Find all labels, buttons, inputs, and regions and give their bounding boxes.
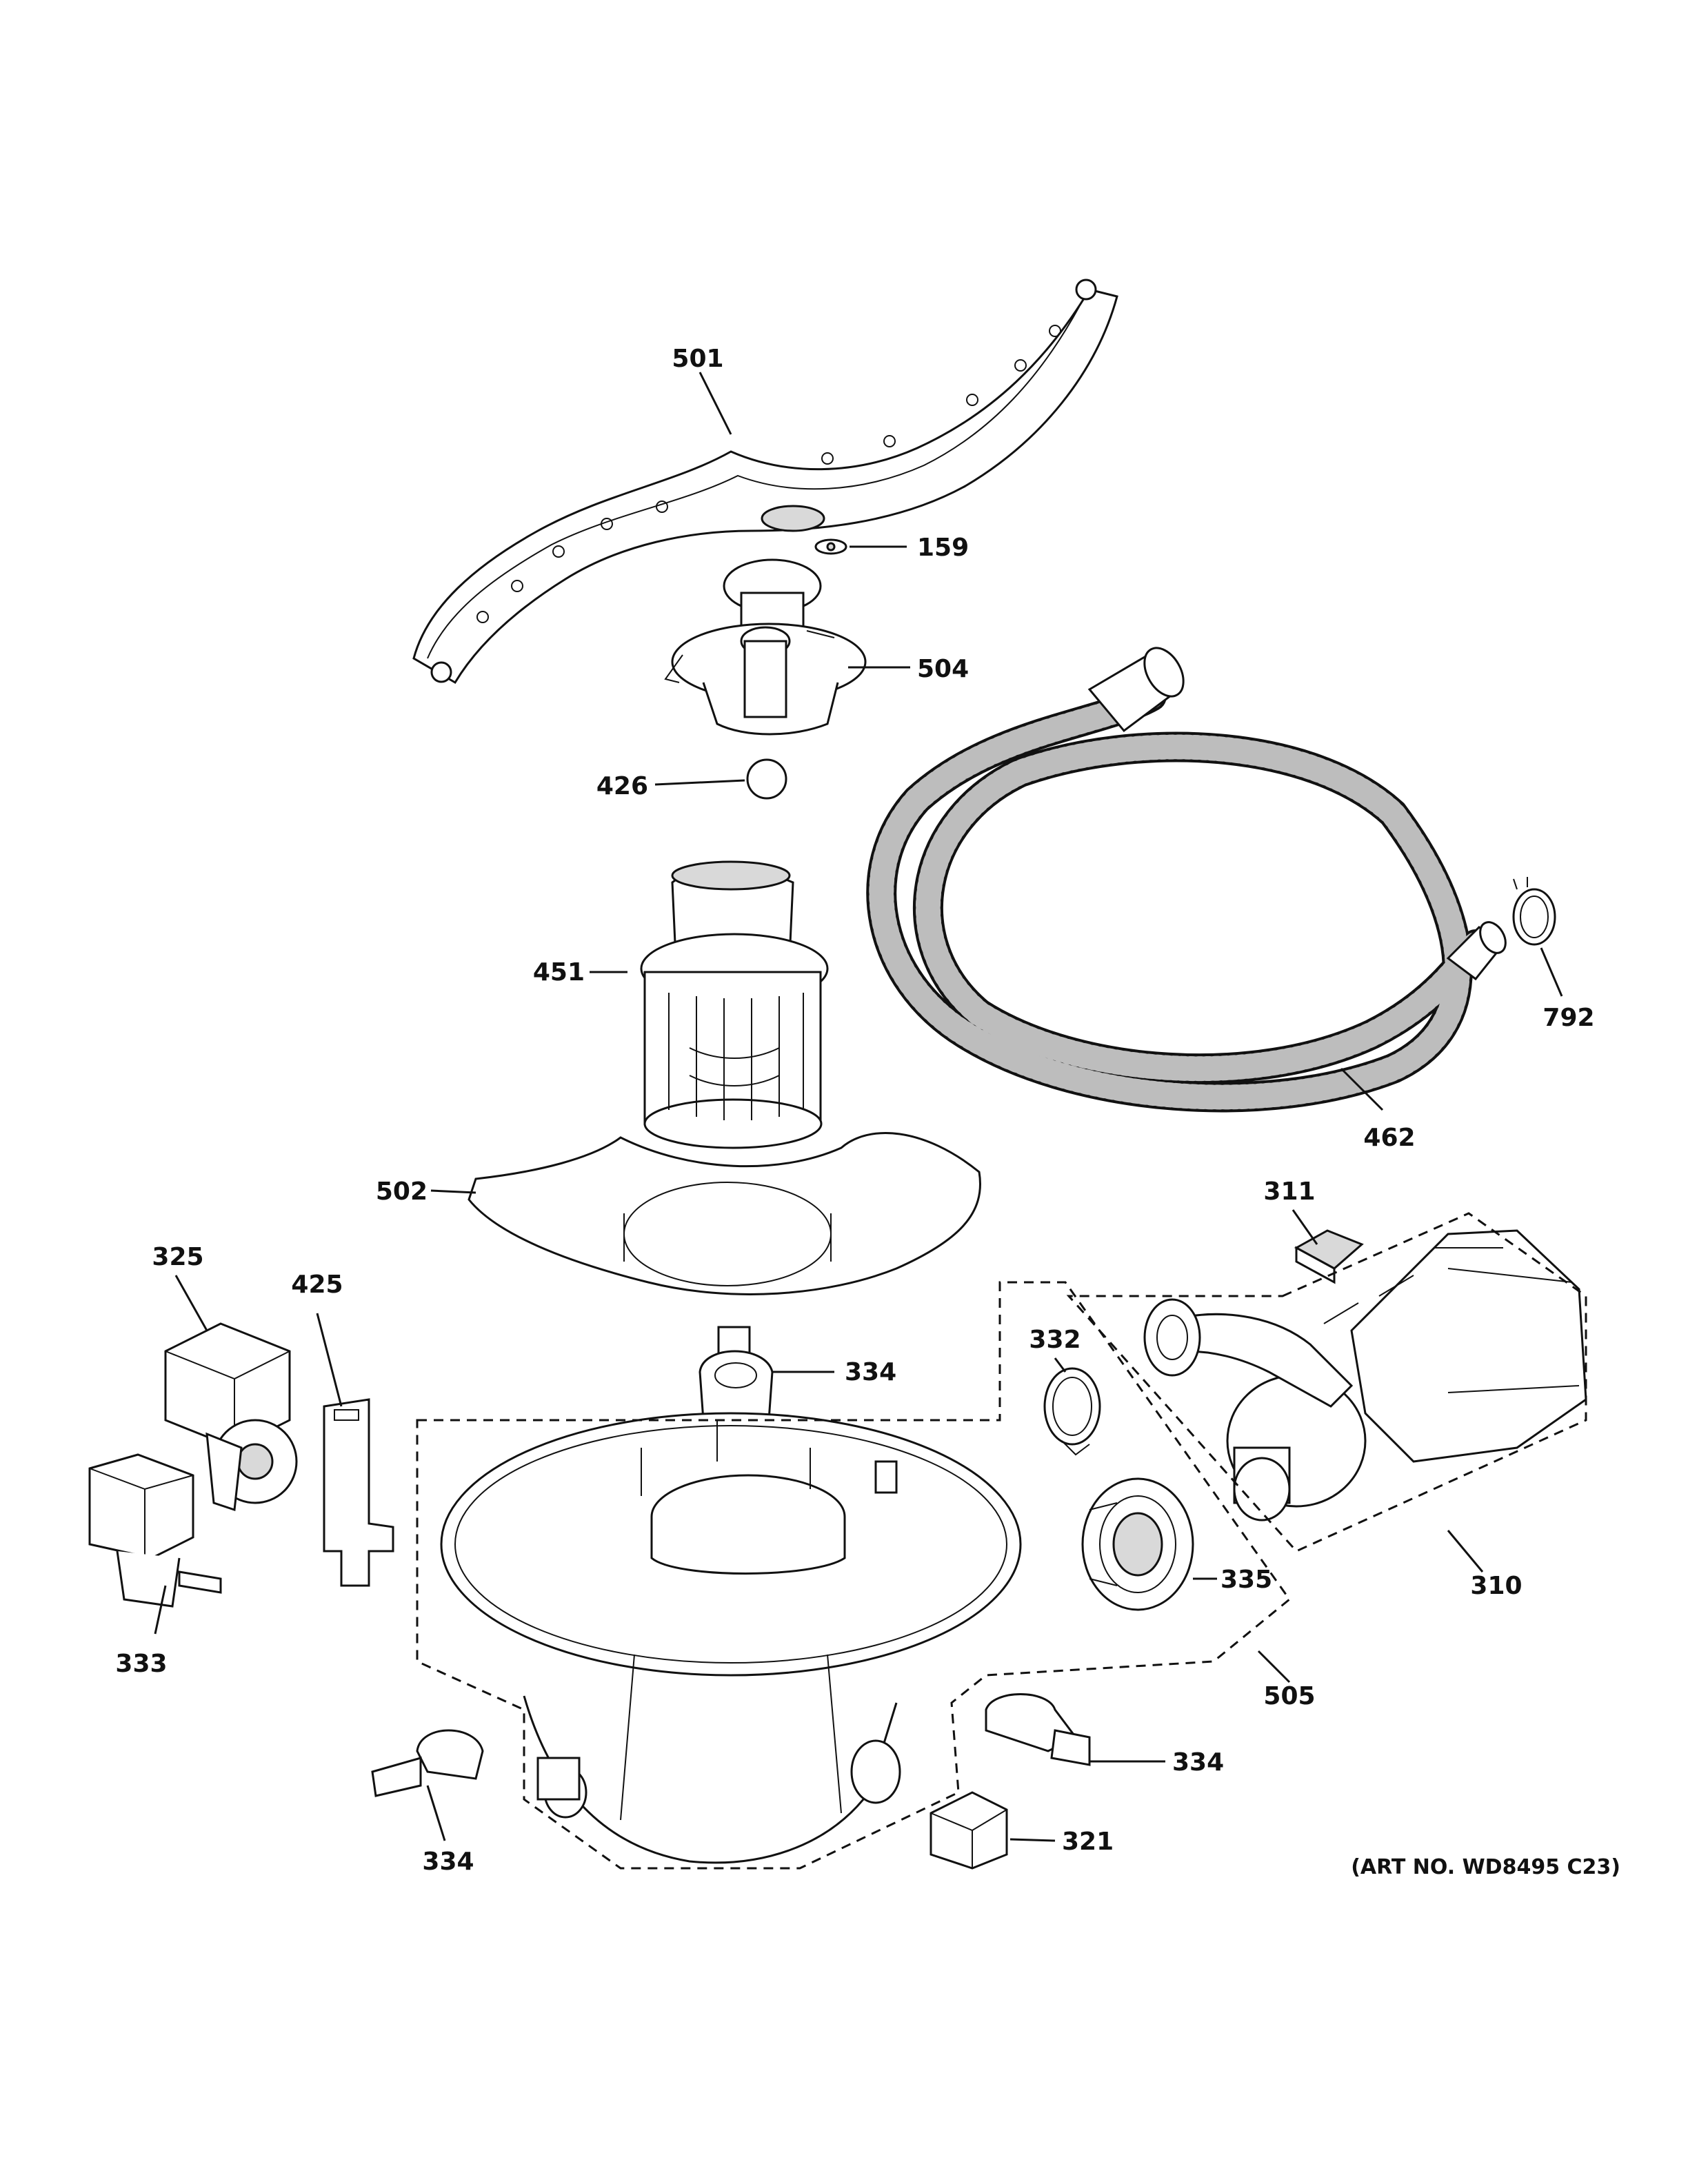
callout-426: 426 <box>596 772 648 800</box>
part-505-sump <box>440 1412 1022 1864</box>
callout-159: 159 <box>917 534 969 562</box>
part-462-drain-hose <box>866 647 1507 1113</box>
callout-792: 792 <box>1543 1004 1594 1032</box>
part-334-connector-top <box>699 1326 774 1422</box>
callout-311: 311 <box>1263 1177 1315 1206</box>
callout-425: 425 <box>291 1271 343 1299</box>
part-310-circulation-pump <box>1143 1229 1587 1521</box>
part-325-drain-pump <box>164 1322 298 1512</box>
leader-lines <box>154 372 1563 1842</box>
callout-502: 502 <box>376 1177 428 1206</box>
boundary-505 <box>416 1281 1292 1870</box>
callout-451: 451 <box>533 958 585 987</box>
part-333-diverter-motor <box>88 1453 222 1608</box>
callout-labels: 501 159 504 426 451 462 792 502 311 325 … <box>115 345 1620 1879</box>
part-504-manifold <box>664 558 867 736</box>
part-311-pad <box>1294 1229 1364 1284</box>
callout-501: 501 <box>672 345 723 373</box>
part-159-washer <box>814 538 847 555</box>
callout-334-top: 334 <box>845 1358 896 1386</box>
callout-334-right: 334 <box>1172 1748 1224 1777</box>
part-501-spray-arm <box>412 279 1118 685</box>
callout-310: 310 <box>1470 1572 1522 1600</box>
callout-321: 321 <box>1062 1828 1114 1856</box>
callout-504: 504 <box>917 655 969 683</box>
callout-505: 505 <box>1263 1682 1315 1710</box>
art-number: (ART NO. WD8495 C23) <box>1351 1855 1620 1879</box>
callout-334-left: 334 <box>422 1848 474 1876</box>
part-425-bracket <box>323 1398 394 1587</box>
callout-333: 333 <box>115 1650 167 1678</box>
callout-332: 332 <box>1029 1326 1081 1354</box>
boundary-310 <box>1066 1212 1587 1553</box>
callout-335: 335 <box>1220 1566 1272 1594</box>
part-321-sensor <box>930 1791 1008 1870</box>
part-451-filter <box>640 860 829 1149</box>
part-335-seal <box>1081 1477 1194 1611</box>
part-792-hose-clamp <box>1512 877 1556 946</box>
callout-325: 325 <box>152 1243 203 1271</box>
part-426-ball <box>746 758 787 800</box>
part-332-clamp <box>1043 1367 1101 1456</box>
part-334-connector-right <box>985 1693 1091 1766</box>
part-334-connector-left <box>371 1729 484 1797</box>
callout-462: 462 <box>1363 1124 1415 1152</box>
part-502-filter-cover <box>468 1132 981 1295</box>
